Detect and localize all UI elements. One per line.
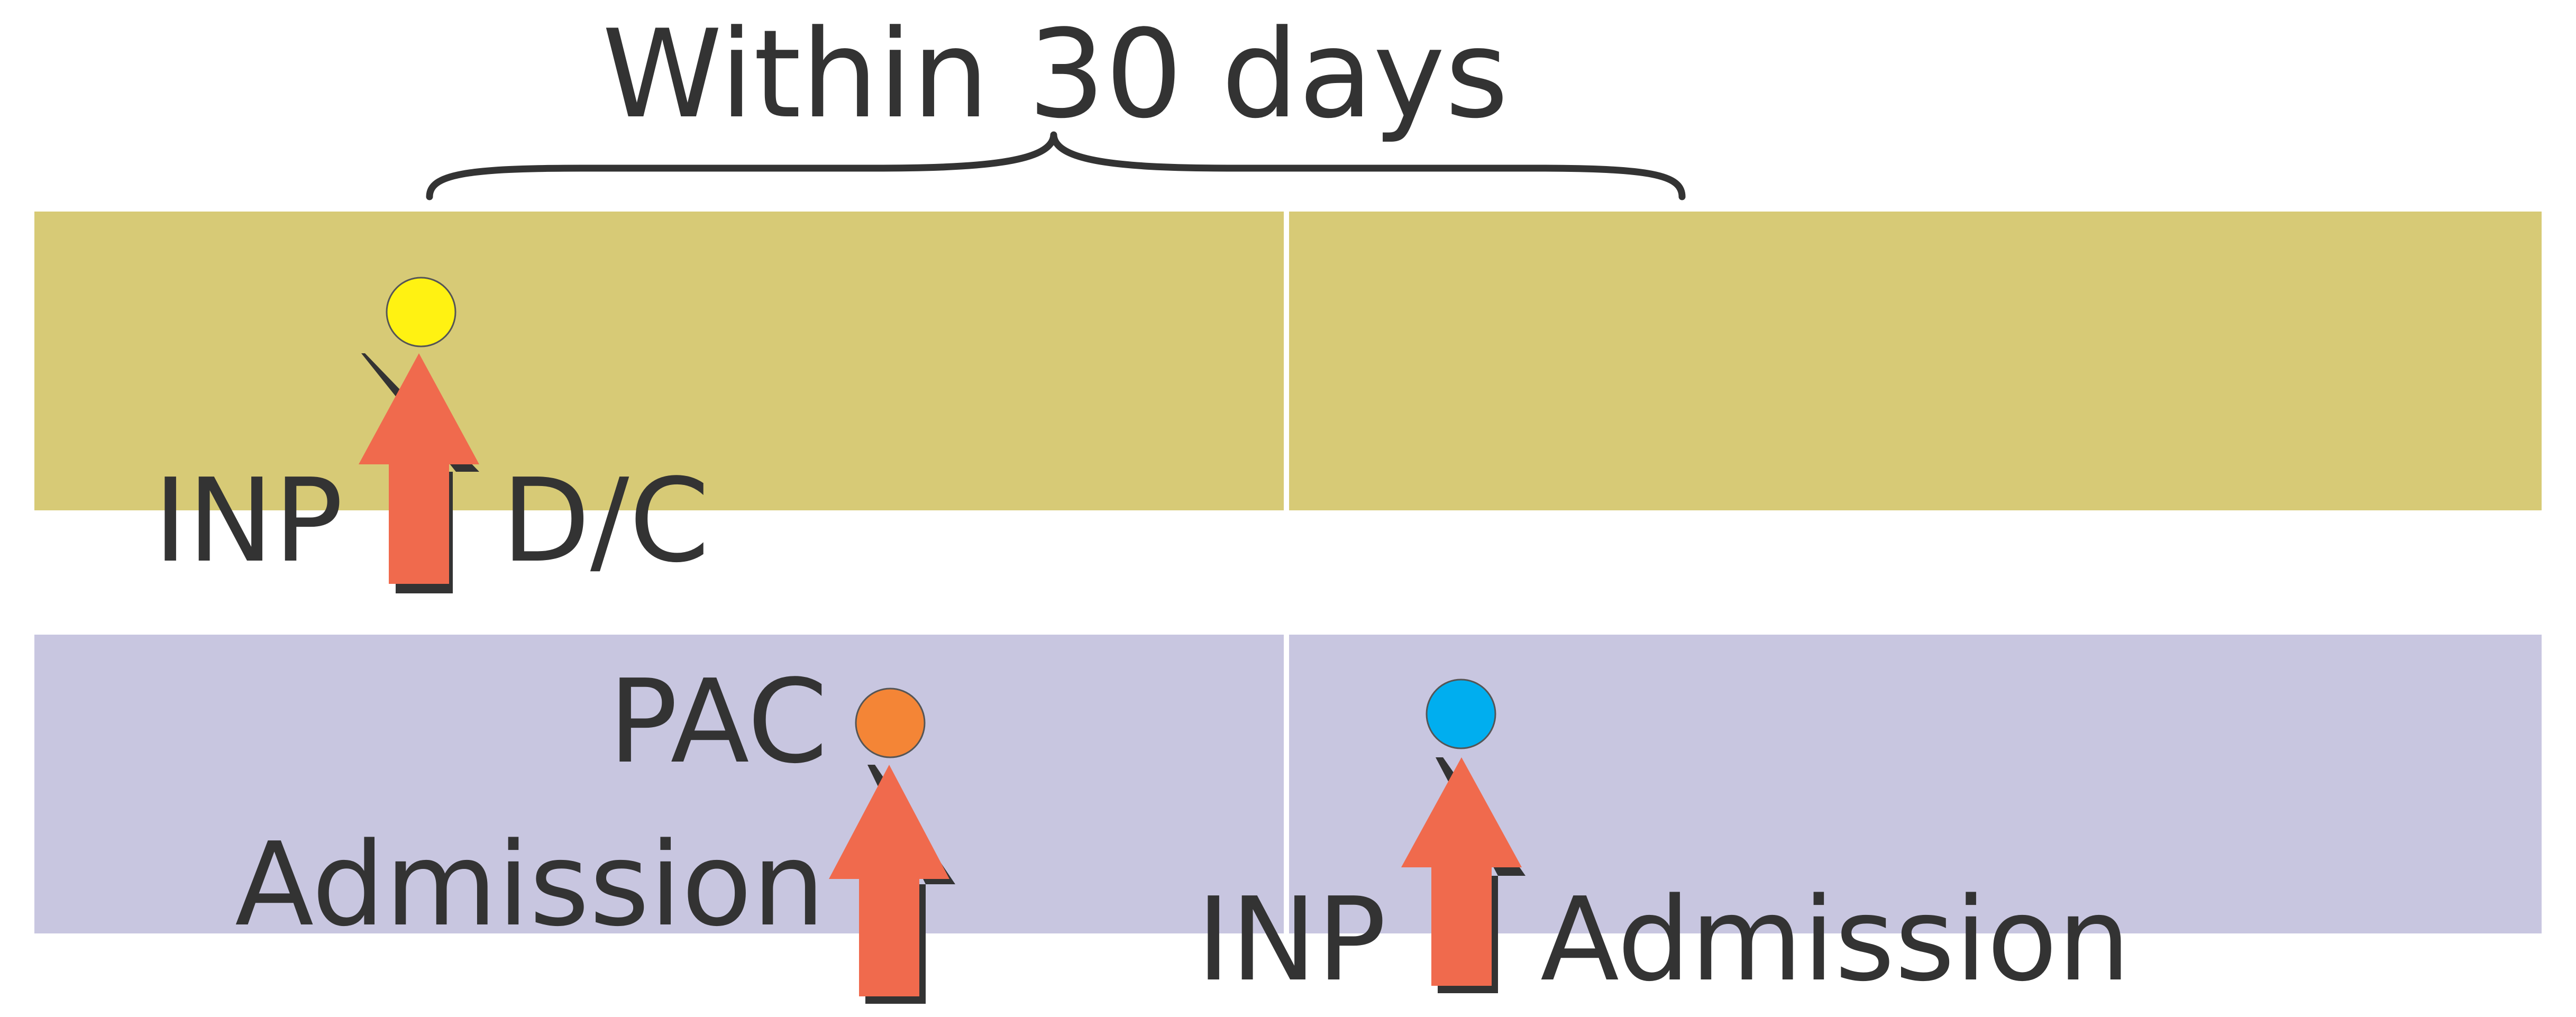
orange-dot-icon bbox=[855, 688, 926, 758]
readmission-left-label: INP bbox=[1196, 873, 1386, 1007]
top-band-left-segment bbox=[34, 212, 1284, 510]
discharge-right-label: D/C bbox=[501, 454, 710, 588]
up-arrow-icon bbox=[829, 765, 949, 996]
pac-label: PAC bbox=[608, 655, 828, 789]
top-band-right-segment bbox=[1289, 212, 2542, 510]
bottom-band-left-segment bbox=[34, 635, 1284, 933]
discharge-left-label: INP bbox=[153, 454, 343, 588]
blue-dot-icon bbox=[1426, 679, 1496, 749]
top-band bbox=[34, 212, 2542, 510]
readmission-right-label: Admission bbox=[1540, 873, 2131, 1007]
up-arrow-icon bbox=[1401, 757, 1522, 986]
pac-admission-event: PAC Admission bbox=[235, 655, 955, 1004]
pac-admission-label: Admission bbox=[235, 818, 825, 952]
inpatient-readmission-event: INP Admission bbox=[1196, 679, 2131, 1007]
up-arrow-icon bbox=[359, 353, 479, 584]
discharge-event: INP D/C bbox=[153, 277, 710, 593]
yellow-dot-icon bbox=[386, 277, 456, 347]
curly-brace-icon bbox=[426, 131, 1686, 200]
span-label: Within 30 days bbox=[602, 4, 1509, 145]
